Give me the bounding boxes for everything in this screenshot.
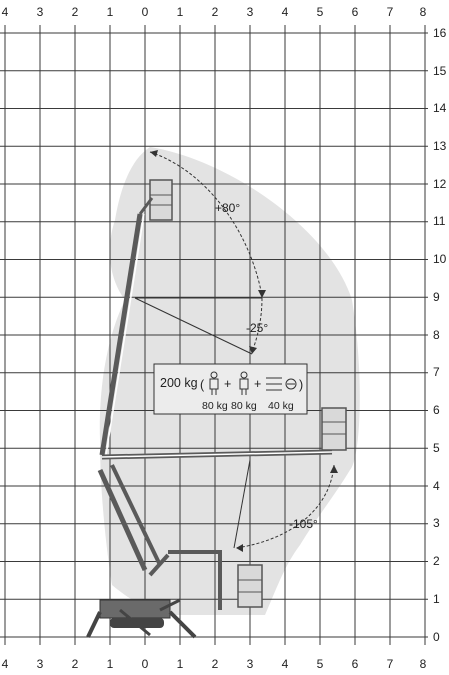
plus-sign: + xyxy=(254,377,261,391)
bracket-open: ( xyxy=(200,378,205,392)
x-tick-label: 7 xyxy=(387,5,394,19)
x-tick-label: 4 xyxy=(282,5,289,19)
person-icon xyxy=(239,371,249,395)
y-tick-label: 15 xyxy=(433,64,447,78)
x-tick-labels-top: 4 3 2 1 0 1 2 3 4 5 6 7 8 xyxy=(2,5,427,19)
y-tick-label: 11 xyxy=(433,214,446,228)
arc-plus-80 xyxy=(149,151,263,297)
x-tick-label: 5 xyxy=(317,5,324,19)
x-tick-label: 1 xyxy=(107,657,114,671)
x-tick-label: 8 xyxy=(420,657,427,671)
x-tick-label: 2 xyxy=(212,657,219,671)
person-icon xyxy=(209,371,219,395)
arrow-head xyxy=(236,544,243,552)
x-tick-label: 2 xyxy=(212,5,219,19)
y-tick-label: 3 xyxy=(433,516,440,530)
grid xyxy=(0,25,428,645)
y-tick-label: 6 xyxy=(433,403,440,417)
x-tick-label: 6 xyxy=(352,657,359,671)
basket-low xyxy=(237,564,263,608)
capacity-equipment: 40 kg xyxy=(268,400,294,412)
x-tick-label: 1 xyxy=(107,5,114,19)
arrow-head xyxy=(249,346,257,354)
x-tick-label: 2 xyxy=(72,5,79,19)
x-tick-label: 1 xyxy=(177,5,184,19)
arc-minus-105 xyxy=(235,464,335,549)
y-tick-label: 13 xyxy=(433,139,447,153)
aerial-platform-machine xyxy=(86,179,347,639)
x-tick-labels-bottom: 4 3 2 1 0 1 2 3 4 5 6 7 8 xyxy=(2,657,427,671)
x-tick-label: 5 xyxy=(317,657,324,671)
angle-label-minus-105: -105° xyxy=(289,517,318,531)
radius-minus-105 xyxy=(233,459,251,549)
x-tick-label: 0 xyxy=(142,657,149,671)
basket-right xyxy=(321,407,347,451)
y-tick-labels-right: 16 15 14 13 12 11 10 9 8 7 6 5 4 3 2 1 0 xyxy=(433,26,447,644)
arrow-head xyxy=(150,150,158,157)
y-tick-label: 8 xyxy=(433,328,440,342)
angle-guides xyxy=(134,151,335,549)
x-tick-label: 7 xyxy=(387,657,394,671)
capacity-box: 200 kg ( + + ) 80 kg 80 kg 40 kg xyxy=(153,363,308,415)
y-tick-label: 5 xyxy=(433,441,440,455)
lower-arms xyxy=(97,464,222,610)
y-tick-label: 16 xyxy=(433,26,447,40)
bracket-close: ) xyxy=(299,378,303,392)
capacity-total: 200 kg xyxy=(160,376,198,390)
boom-vertical xyxy=(99,197,154,456)
plus-sign: + xyxy=(224,377,231,391)
y-tick-label: 7 xyxy=(433,365,440,379)
angle-label-plus-80: +80° xyxy=(215,201,240,215)
y-tick-label: 14 xyxy=(433,101,447,115)
x-tick-label: 4 xyxy=(2,5,9,19)
capacity-person-1: 80 kg xyxy=(202,400,228,412)
x-tick-label: 3 xyxy=(247,5,254,19)
x-tick-label: 0 xyxy=(142,5,149,19)
y-tick-label: 12 xyxy=(433,177,447,191)
capacity-person-2: 80 kg xyxy=(231,400,257,412)
tools-icon xyxy=(266,377,297,391)
angle-label-minus-25: -25° xyxy=(246,321,268,335)
y-tick-label: 0 xyxy=(433,630,440,644)
x-tick-label: 3 xyxy=(247,657,254,671)
y-tick-label: 10 xyxy=(433,252,447,266)
boom-horizontal xyxy=(101,449,333,460)
x-tick-label: 2 xyxy=(72,657,79,671)
x-tick-label: 4 xyxy=(282,657,289,671)
basket-top xyxy=(149,179,173,221)
x-tick-label: 3 xyxy=(37,657,44,671)
radius-minus-25 xyxy=(134,297,253,355)
x-tick-label: 3 xyxy=(37,5,44,19)
x-tick-label: 4 xyxy=(2,657,9,671)
x-tick-label: 6 xyxy=(352,5,359,19)
y-tick-label: 1 xyxy=(433,592,440,606)
y-tick-label: 4 xyxy=(433,479,440,493)
y-tick-label: 9 xyxy=(433,290,440,304)
x-tick-label: 1 xyxy=(177,657,184,671)
arrow-head xyxy=(258,290,266,298)
x-tick-label: 8 xyxy=(420,5,427,19)
arrow-head xyxy=(330,465,338,473)
y-tick-label: 2 xyxy=(433,554,440,568)
chassis xyxy=(86,598,197,639)
